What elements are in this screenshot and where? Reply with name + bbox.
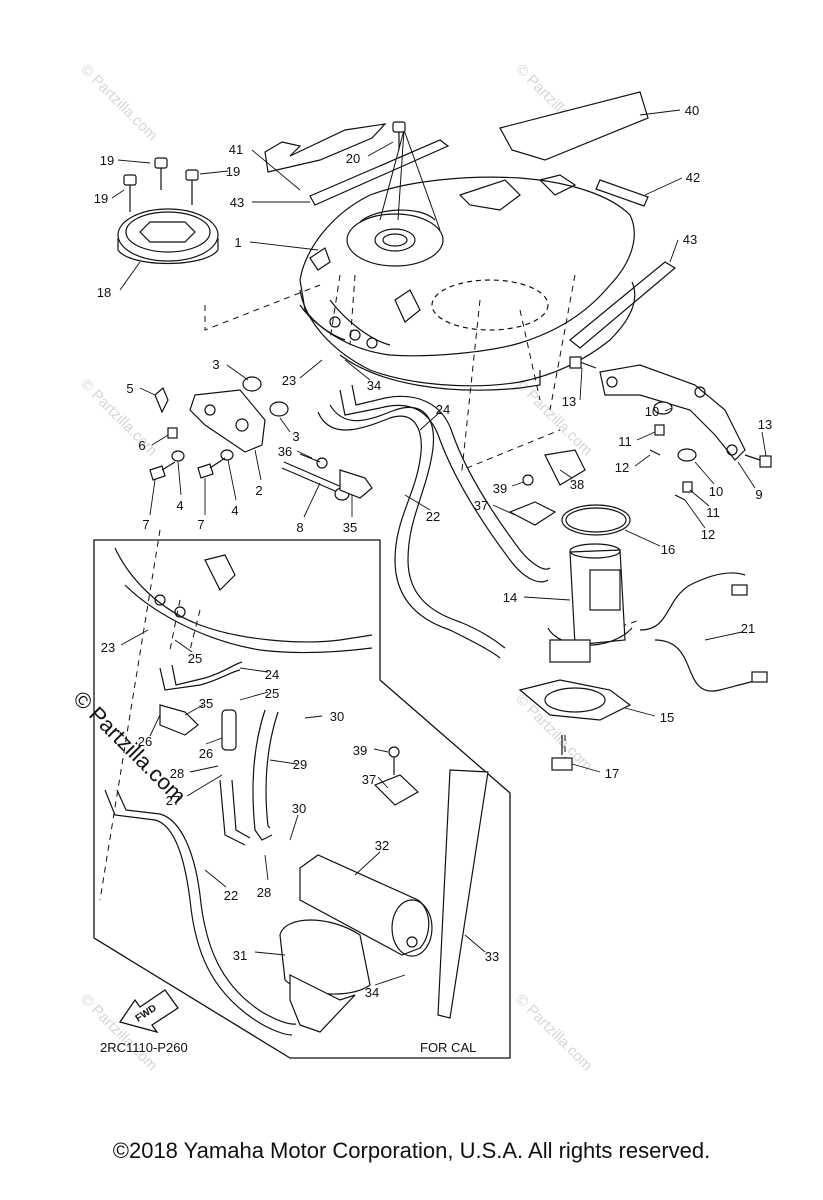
callout-30: 30 [330, 709, 344, 724]
callout-9: 9 [755, 487, 762, 502]
callout-21: 21 [741, 621, 755, 636]
callout-15: 15 [660, 710, 674, 725]
callout-28: 28 [257, 885, 271, 900]
callout-7: 7 [197, 517, 204, 532]
callout-20: 20 [346, 151, 360, 166]
callout-26: 26 [199, 746, 213, 761]
callout-37: 37 [362, 772, 376, 787]
callout-30: 30 [292, 801, 306, 816]
copyright-notice: ©2018 Yamaha Motor Corporation, U.S.A. A… [112, 1138, 711, 1163]
fuel-tank-parts-diagram: © Partzilla.com © Partzilla.com © Partzill… [68, 61, 772, 1074]
callout-5: 5 [126, 381, 133, 396]
callout-4: 4 [231, 503, 238, 518]
callout-31: 31 [233, 948, 247, 963]
callout-29: 29 [293, 757, 307, 772]
watermark-text: © Partzilla.com [512, 991, 595, 1074]
callout-8: 8 [296, 520, 303, 535]
callout-19: 19 [100, 153, 114, 168]
callout-35: 35 [343, 520, 357, 535]
callout-33: 33 [485, 949, 499, 964]
callout-2: 2 [255, 483, 262, 498]
callout-23: 23 [282, 373, 296, 388]
callout-25: 25 [188, 651, 202, 666]
callout-37: 37 [474, 498, 488, 513]
callout-11: 11 [618, 434, 632, 449]
callout-12: 12 [701, 527, 715, 542]
callout-41: 41 [229, 142, 243, 157]
callout-43: 43 [230, 195, 244, 210]
callout-13: 13 [562, 394, 576, 409]
callout-10: 10 [709, 484, 723, 499]
callout-39: 39 [353, 743, 367, 758]
callout-24: 24 [265, 667, 279, 682]
callout-1: 1 [234, 235, 241, 250]
callout-10: 10 [645, 404, 659, 419]
partzilla-watermark: © Partzilla.com [68, 686, 191, 809]
watermark-text: © Partzilla.com [77, 376, 160, 459]
callout-27: 27 [166, 793, 180, 808]
callout-3: 3 [212, 357, 219, 372]
callout-38: 38 [570, 477, 584, 492]
callout-36: 36 [278, 444, 292, 459]
callout-34: 34 [367, 378, 381, 393]
callout-19: 19 [94, 191, 108, 206]
callout-17: 17 [605, 766, 619, 781]
callout-14: 14 [503, 590, 517, 605]
callout-40: 40 [685, 103, 699, 118]
callout-3: 3 [292, 429, 299, 444]
callout-18: 18 [97, 285, 111, 300]
callout-7: 7 [142, 517, 149, 532]
callout-42: 42 [686, 170, 700, 185]
callout-22: 22 [426, 509, 440, 524]
callout-35: 35 [199, 696, 213, 711]
callout-22: 22 [224, 888, 238, 903]
callout-24: 24 [436, 402, 450, 417]
callout-32: 32 [375, 838, 389, 853]
callout-11: 11 [706, 505, 720, 520]
parts-art [93, 91, 772, 1059]
inset-label-for-cal: FOR CAL [420, 1040, 476, 1055]
callout-19: 19 [226, 164, 240, 179]
callout-34: 34 [365, 985, 379, 1000]
callout-13: 13 [758, 417, 772, 432]
callout-43: 43 [683, 232, 697, 247]
callout-12: 12 [615, 460, 629, 475]
watermark-text: © Partzilla.com [77, 61, 160, 144]
callout-23: 23 [101, 640, 115, 655]
callout-25: 25 [265, 686, 279, 701]
part-code: 2RC1110-P260 [100, 1040, 188, 1055]
callout-6: 6 [138, 438, 145, 453]
callout-39: 39 [493, 481, 507, 496]
callout-16: 16 [661, 542, 675, 557]
callout-4: 4 [176, 498, 183, 513]
callout-28: 28 [170, 766, 184, 781]
callout-26: 26 [138, 734, 152, 749]
